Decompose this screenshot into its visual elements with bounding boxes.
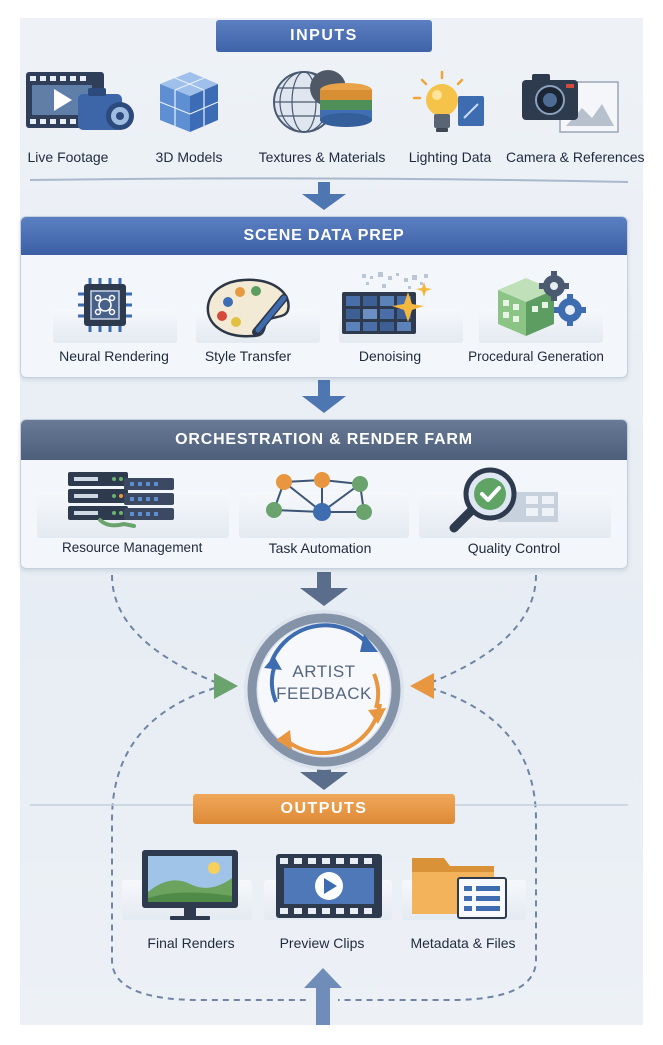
dashed-right-mid	[338, 687, 537, 1001]
arrow-green-left	[214, 673, 238, 699]
scene-prep-header: SCENE DATA PREP	[21, 217, 627, 255]
input-label-lighting-data: Lighting Data	[408, 149, 492, 165]
cube-icon	[159, 72, 219, 132]
camera-photo-icon	[522, 74, 619, 133]
dashed-left-top	[111, 574, 216, 683]
input-label-textures: Textures & Materials	[258, 149, 386, 165]
folder-document-icon	[412, 858, 507, 919]
gear-building-icon	[498, 271, 586, 336]
film-play-icon	[276, 854, 382, 918]
orchestration-header: ORCHESTRATION & RENDER FARM	[21, 420, 627, 460]
server-rack-icon	[68, 472, 174, 528]
monitor-landscape-icon	[142, 850, 238, 920]
input-label-camera-references: Camera & References	[506, 149, 645, 165]
orch-label-resource-management: Resource Management	[62, 540, 203, 555]
denoise-grid-icon	[342, 272, 432, 334]
prep-label-procedural-generation: Procedural Generation	[468, 349, 604, 364]
dashed-right-top	[429, 574, 537, 684]
feedback-line-2: FEEDBACK	[276, 684, 372, 703]
prep-label-style-transfer: Style Transfer	[204, 348, 292, 364]
texture-sphere-icon	[273, 70, 372, 133]
feedback-line-1: ARTIST	[292, 662, 356, 681]
orch-label-quality-control: Quality Control	[467, 540, 561, 556]
lightbulb-icon	[412, 70, 484, 132]
orch-label-task-automation: Task Automation	[268, 540, 372, 556]
dashed-left-mid	[111, 687, 310, 1001]
inputs-divider	[29, 177, 629, 183]
arrow-orange-right	[410, 673, 434, 699]
node-network-icon	[266, 472, 372, 521]
magnifier-check-icon	[449, 467, 558, 533]
palette-icon	[206, 278, 290, 338]
arrow-inputs-to-prep	[302, 182, 346, 210]
inputs-header: INPUTS	[216, 20, 432, 52]
output-label-preview-clips: Preview Clips	[279, 935, 365, 951]
output-label-metadata-files: Metadata & Files	[410, 935, 516, 951]
arrow-bottom-up	[304, 968, 342, 1025]
film-camera-icon	[26, 72, 134, 130]
prep-label-denoising: Denoising	[358, 348, 422, 364]
output-label-final-renders: Final Renders	[147, 935, 235, 951]
feedback-loop-icon	[244, 610, 404, 770]
chip-icon	[78, 278, 132, 332]
arrow-prep-to-orch	[302, 380, 346, 413]
input-label-3d-models: 3D Models	[155, 149, 223, 165]
arrow-orch-to-feedback	[300, 572, 348, 606]
outputs-header: OUTPUTS	[193, 794, 455, 824]
input-label-live-footage: Live Footage	[27, 149, 109, 165]
prep-label-neural-rendering: Neural Rendering	[59, 348, 169, 364]
